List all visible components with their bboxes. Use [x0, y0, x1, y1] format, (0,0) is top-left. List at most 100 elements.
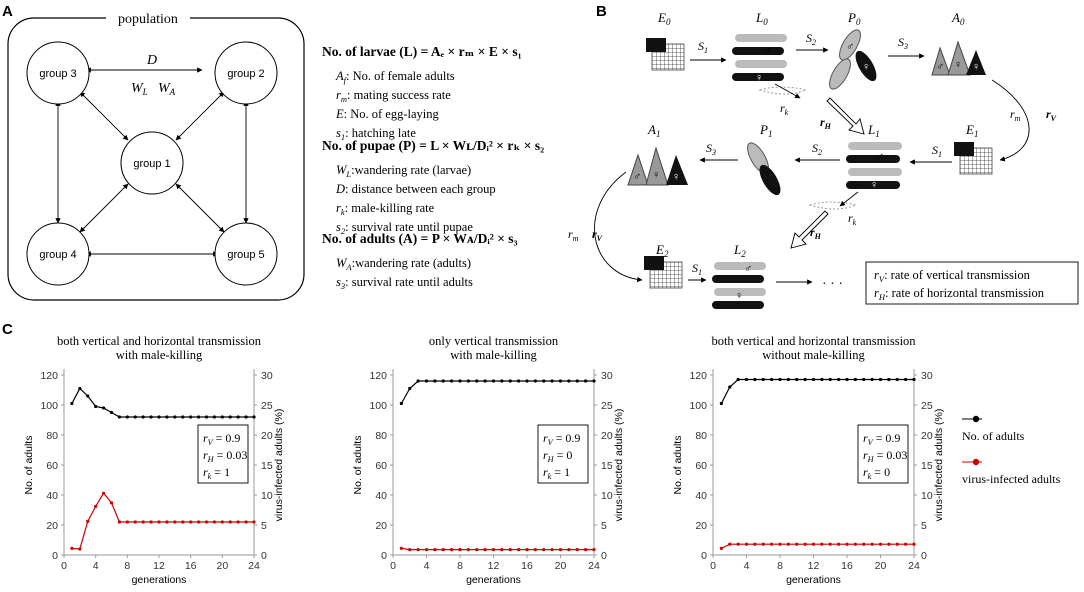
y2-tick-label: 10: [601, 490, 613, 502]
sex-symbols: ♂ ♀ ♂ ♀ ♂ ♀ ♀ ♂ ♀ ♂ ♀ ♀ ♂ ♀: [633, 41, 980, 302]
data-point: [399, 546, 403, 551]
y2-tick-label: 10: [261, 490, 273, 502]
data-point: [165, 520, 169, 524]
data-point: [433, 548, 437, 552]
group-5-label: group 5: [227, 249, 264, 261]
data-point: [70, 401, 74, 406]
male-symbol: ♂: [936, 61, 944, 73]
y2-tick-label: 0: [601, 550, 607, 562]
x-tick-label: 24: [248, 560, 260, 572]
line-chart: both vertical and horizontal transmissio…: [672, 334, 945, 586]
y-tick-label: 40: [46, 490, 58, 502]
x-tick-label: 16: [841, 560, 853, 572]
data-point: [416, 379, 420, 383]
wandering-larvae-label: WL: [131, 81, 148, 97]
data-point: [870, 542, 874, 546]
data-point: [173, 415, 177, 419]
group-1-node: [120, 131, 184, 195]
parameter-box: [197, 424, 249, 484]
data-point: [500, 379, 504, 383]
data-point: [736, 377, 740, 382]
data-point: [895, 377, 899, 382]
svg-text:rH: rH: [810, 225, 822, 241]
data-point: [212, 520, 217, 524]
data-point: [728, 542, 732, 546]
y-tick-label: 60: [695, 460, 707, 472]
data-point: [196, 415, 201, 419]
chart-title: only vertical transmission: [429, 334, 559, 348]
parameter-value: rV = 0.9: [863, 431, 900, 447]
data-point: [795, 377, 799, 382]
panel-c: C both vertical and horizontal transmiss…: [2, 321, 1061, 586]
svg-text:E1: E1: [965, 122, 978, 139]
data-point: [181, 520, 185, 524]
larvae-formula: No. of larvae (L) = Aₑ × rₘ × E × s₁: [322, 44, 522, 59]
data-point: [550, 379, 554, 383]
data-point: [220, 520, 224, 524]
data-point: [811, 377, 816, 382]
pupae-formula: No. of pupae (P) = L × Wʟ/Dᵢ² × rₖ × s₂: [322, 138, 544, 153]
data-point: [862, 377, 866, 382]
parameter-box: [537, 424, 589, 484]
adults-a0: [931, 40, 986, 76]
y2-tick-label: 0: [261, 550, 267, 562]
data-point: [94, 504, 98, 508]
data-point: [458, 548, 462, 552]
x-tick-label: 0: [710, 560, 716, 572]
male-symbol: ♂: [744, 263, 752, 275]
chart-title: with male-killing: [116, 348, 203, 362]
y-tick-label: 0: [701, 550, 707, 562]
data-point: [173, 520, 177, 524]
svg-text:rm: rm: [568, 227, 579, 243]
y-axis-label: No. of adults: [352, 436, 364, 495]
x-tick-label: 4: [93, 560, 99, 572]
y2-tick-label: 20: [601, 430, 613, 442]
x-tick-label: 4: [744, 560, 750, 572]
data-point: [878, 542, 883, 546]
data-point: [228, 415, 232, 419]
data-point: [828, 377, 832, 382]
data-point: [525, 548, 529, 552]
x-tick-label: 8: [777, 560, 783, 572]
legend-infected-label: virus-infected adults: [962, 472, 1061, 486]
svg-text:A1: A1: [647, 122, 660, 139]
model-formulas: No. of larvae (L) = Aₑ × rₘ × E × s₁ Af:…: [322, 44, 544, 291]
data-point: [542, 548, 546, 552]
data-point: [778, 377, 782, 382]
parameter-value: rH = 0.03: [203, 448, 247, 464]
adults-a1: [627, 146, 688, 186]
chart-title: with male-killing: [450, 348, 537, 362]
data-point: [770, 542, 774, 546]
flow-arrows: [594, 47, 1030, 285]
data-point: [904, 377, 908, 382]
y2-axis-label: virus-infected adults (%): [613, 409, 625, 522]
data-point: [820, 377, 824, 382]
data-point: [878, 377, 883, 382]
svg-text:L1: L1: [867, 122, 880, 139]
data-point: [101, 491, 106, 495]
data-point: [475, 548, 479, 552]
pupae-definition: WL:wandering rate (larvae): [336, 163, 471, 179]
y-tick-label: 0: [381, 550, 387, 562]
legend-infected: virus-infected adults: [962, 458, 1061, 486]
svg-text:rm: rm: [1010, 107, 1021, 123]
series-line: [400, 380, 594, 404]
svg-text:E0: E0: [657, 10, 671, 27]
data-point: [491, 548, 496, 552]
data-point: [828, 542, 832, 546]
data-point: [895, 542, 899, 546]
pupae-p0: [829, 29, 877, 90]
x-tick-label: 12: [488, 560, 500, 572]
data-point: [550, 548, 554, 552]
larvae-definition: s1: hatching late: [336, 126, 416, 142]
y2-tick-label: 0: [921, 550, 927, 562]
data-point: [853, 377, 857, 382]
egg-cluster-e2: [643, 255, 683, 289]
data-point: [811, 542, 816, 546]
y-tick-label: 40: [695, 490, 707, 502]
female-symbol: ♀: [672, 171, 680, 183]
female-symbol: ♀: [972, 61, 980, 73]
data-point: [101, 406, 106, 410]
data-point: [450, 548, 454, 552]
x-tick-label: 16: [521, 560, 533, 572]
